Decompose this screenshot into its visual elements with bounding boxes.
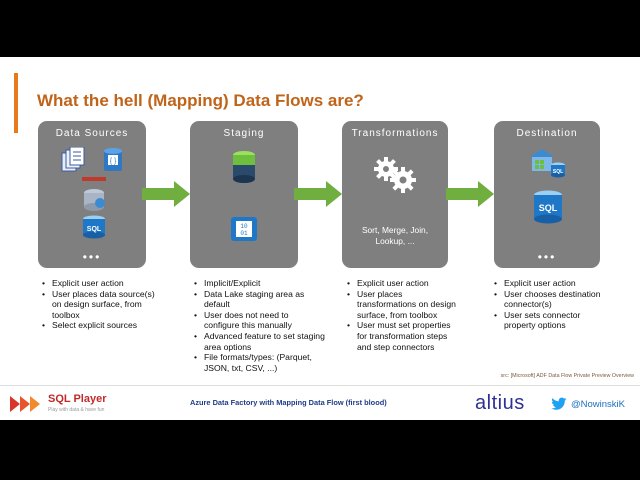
- svg-text:SQL: SQL: [539, 203, 558, 213]
- transformations-examples-line2: Lookup, ...: [375, 236, 415, 246]
- panel-title-data-sources: Data Sources: [55, 128, 129, 139]
- destination-list: Explicit user action User chooses destin…: [492, 278, 602, 331]
- panel-title-staging: Staging: [223, 128, 265, 139]
- source-note: src: [Microsoft] ADF Data Flow Private P…: [500, 373, 634, 379]
- list-item: Explicit user action: [40, 278, 158, 289]
- list-item: User sets connector property options: [492, 310, 602, 331]
- data-sources-icons: { } SQL: [61, 147, 122, 239]
- gears-icon: [374, 157, 416, 193]
- list-item: Advanced feature to set staging area opt…: [192, 331, 326, 352]
- data-warehouse-icon: SQL: [530, 149, 565, 178]
- panel-destination: Destination SQL SQL •••: [494, 121, 600, 268]
- transformations-examples-line1: Sort, Merge, Join,: [361, 225, 429, 235]
- accent-bar: [14, 73, 18, 133]
- list-item: User places data source(s) on design sur…: [40, 289, 158, 321]
- list-item: User does not need to configure this man…: [192, 310, 326, 331]
- panel-transformations: Transformations Sort, Merge, Join, Looku…: [342, 121, 448, 268]
- footer: SQL Player Play with data & have fun Azu…: [0, 385, 640, 420]
- destination-icons: SQL SQL: [530, 149, 565, 224]
- more-sources-dots: •••: [82, 250, 102, 264]
- staging-icons: 10 01: [231, 151, 257, 241]
- list-item: Explicit user action: [345, 278, 463, 289]
- list-item: Data Lake staging area as default: [192, 289, 326, 310]
- data-lake-icon: [233, 151, 255, 183]
- more-destinations-dots: •••: [537, 250, 557, 264]
- panel-staging: Staging 10 01: [190, 121, 298, 268]
- list-item: User chooses destination connector(s): [492, 289, 602, 310]
- database-icon: [82, 177, 106, 211]
- documents-icon: [61, 147, 85, 172]
- footer-session-title: Azure Data Factory with Mapping Data Flo…: [190, 398, 387, 407]
- slide-title: What the hell (Mapping) Data Flows are?: [37, 91, 364, 110]
- svg-text:SQL: SQL: [553, 169, 563, 175]
- flow-arrow-3: [446, 181, 494, 207]
- list-item: User must set properties for transformat…: [345, 320, 463, 352]
- twitter-icon: [551, 397, 567, 410]
- sql-player-logo-icon: [10, 396, 40, 412]
- sql-database-icon: SQL: [534, 190, 562, 224]
- panel-title-destination: Destination: [516, 128, 578, 139]
- flow-arrow-1: [142, 181, 190, 207]
- list-item: Select explicit sources: [40, 320, 158, 331]
- sql-player-logo: SQL Player: [48, 393, 107, 405]
- list-item: User places transformations on design su…: [345, 289, 463, 321]
- json-store-icon: { }: [104, 148, 122, 171]
- sql-database-icon: SQL: [83, 215, 105, 239]
- staging-list: Implicit/Explicit Data Lake staging area…: [192, 278, 326, 373]
- list-item: Implicit/Explicit: [192, 278, 326, 289]
- panel-title-transformations: Transformations: [351, 128, 439, 139]
- svg-text:10: 10: [240, 223, 248, 230]
- slide: What the hell (Mapping) Data Flows are? …: [0, 57, 640, 420]
- list-item: Explicit user action: [492, 278, 602, 289]
- sources-list: Explicit user action User places data so…: [40, 278, 158, 331]
- panel-data-sources: Data Sources { }: [38, 121, 146, 268]
- sql-player-tagline: Play with data & have fun: [48, 407, 105, 413]
- blob-storage-icon: 10 01: [231, 217, 257, 241]
- transformations-list: Explicit user action User places transfo…: [345, 278, 463, 352]
- svg-text:{ }: { }: [110, 158, 117, 165]
- transformations-examples: Sort, Merge, Join, Lookup, ...: [342, 225, 448, 247]
- altius-logo: altius: [475, 392, 525, 414]
- flow-arrow-2: [294, 181, 342, 207]
- twitter-handle[interactable]: @NowinskiK: [571, 399, 625, 410]
- svg-text:01: 01: [240, 230, 248, 237]
- list-item: File formats/types: (Parquet, JSON, txt,…: [192, 352, 326, 373]
- svg-text:SQL: SQL: [87, 226, 102, 233]
